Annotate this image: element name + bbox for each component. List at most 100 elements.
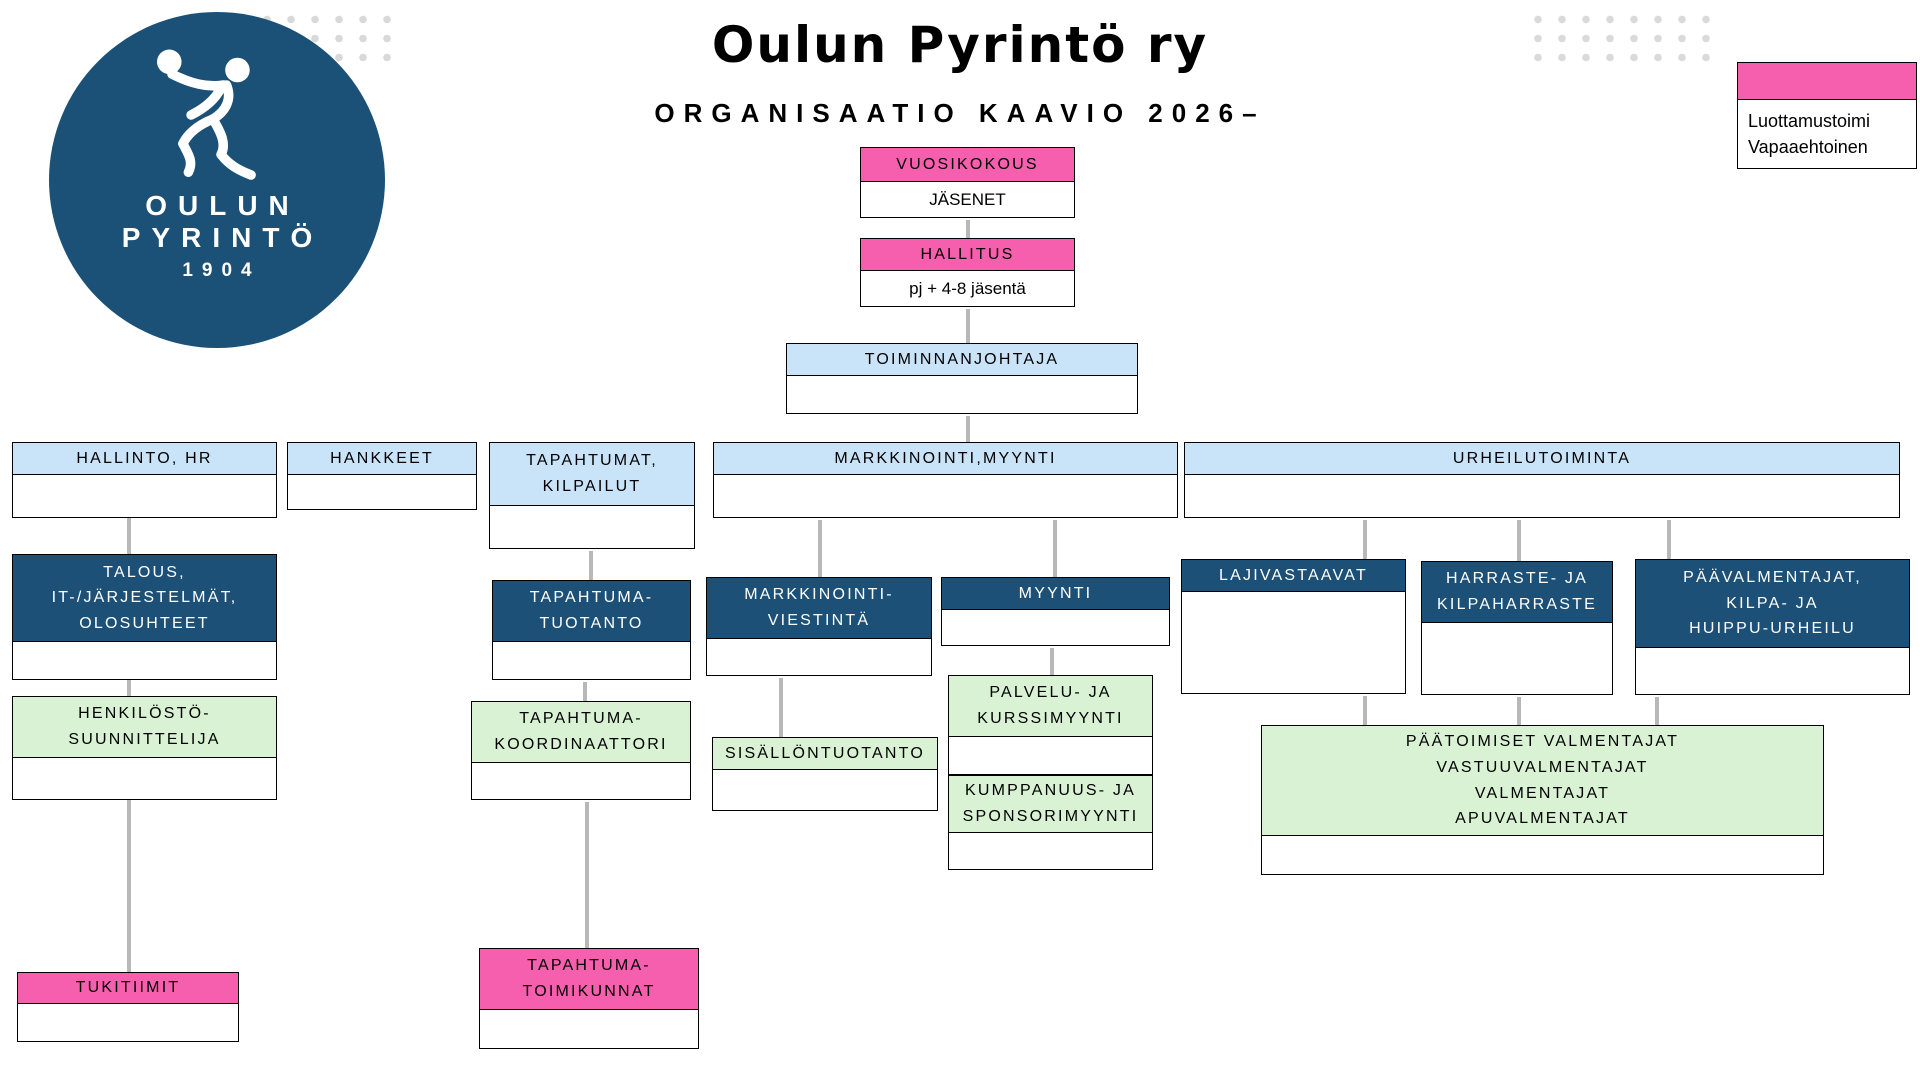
connector-line [127,518,131,554]
connector-line [1517,697,1521,725]
node-body [492,642,691,680]
node-label: URHEILUTOIMINTA [1184,442,1900,475]
org-node-tapahtuma-koordinaattori: TAPAHTUMA- KOORDINAATTORI [471,701,691,800]
node-label: HARRASTE- JA KILPAHARRASTE [1421,561,1613,623]
org-node-paavalmentajat: PÄÄVALMENTAJAT, KILPA- JA HUIPPU-URHEILU [1635,559,1910,695]
node-body [948,833,1153,870]
node-body [12,758,277,800]
logo-text-line2: PYRINTÖ [121,222,324,254]
node-body [287,475,477,510]
node-label: TAPAHTUMA- TUOTANTO [492,580,691,642]
node-label: LAJIVASTAAVAT [1181,559,1406,592]
node-label: MARKKINOINTI,MYYNTI [713,442,1178,475]
legend-pink-label: Luottamustoimi [1748,111,1871,131]
org-node-markkinointi-viestinta: MARKKINOINTI- VIESTINTÄ [706,577,932,676]
org-node-urheilutoiminta: URHEILUTOIMINTA [1184,442,1900,518]
org-node-myynti: MYYNTI [941,577,1170,646]
node-body [712,770,938,811]
org-node-tapahtuma-toimikunnat: TAPAHTUMA- TOIMIKUNNAT [479,948,699,1049]
page-subtitle: ORGANISAATIO KAAVIO 2026– [654,98,1266,128]
org-node-hallinto-hr: HALLINTO, HR [12,442,277,518]
node-body [479,1010,699,1049]
node-body [12,475,277,518]
org-node-henkilosto-suunnittelija: HENKILÖSTÖ- SUUNNITTELIJA [12,696,277,800]
node-body [1184,475,1900,518]
connector-line [966,220,970,238]
node-body [1261,836,1824,875]
node-body [1635,648,1910,695]
connector-line [1655,697,1659,725]
org-node-toiminnanjohtaja: TOIMINNANJOHTAJA [786,343,1138,414]
node-body: pj + 4-8 jäsentä [860,271,1075,307]
node-label: KUMPPANUUS- JA SPONSORIMYYNTI [948,775,1153,833]
node-body [12,642,277,680]
org-node-hankkeet: HANKKEET [287,442,477,510]
node-body [941,610,1170,646]
node-label: PALVELU- JA KURSSIMYYNTI [948,675,1153,737]
logo-text-line1: OULUN [145,190,300,221]
connector-line [583,682,587,701]
node-body [471,763,691,800]
node-label: HANKKEET [287,442,477,475]
org-node-lajivastaavat: LAJIVASTAAVAT [1181,559,1406,694]
connector-line [1050,648,1054,675]
connector-line [1667,520,1671,559]
org-node-palvelu-kurssimyynti: PALVELU- JA KURSSIMYYNTI [948,675,1153,775]
node-body [17,1004,239,1042]
discus-thrower-icon [157,49,256,180]
org-node-markkinointi-myynti: MARKKINOINTI,MYYNTI [713,442,1178,518]
org-node-tapahtumat-kilpailut: TAPAHTUMAT, KILPAILUT [489,442,695,549]
connector-line [1363,696,1367,725]
node-label: HALLITUS [860,238,1075,271]
connector-line [1517,520,1521,561]
node-body: JÄSENET [860,182,1075,218]
org-node-kumppanuus-sponsorimyynti: KUMPPANUUS- JA SPONSORIMYYNTI [948,775,1153,870]
page-title: Oulun Pyrintö ry [711,16,1209,74]
org-node-talous: TALOUS, IT-/JÄRJESTELMÄT, OLOSUHTEET [12,554,277,680]
node-label: TOIMINNANJOHTAJA [786,343,1138,376]
logo-year: 1904 [182,260,261,282]
node-label: PÄÄTOIMISET VALMENTAJAT VASTUUVALMENTAJA… [1261,725,1824,836]
connector-line [966,309,970,343]
node-body [1421,623,1613,695]
connector-line [127,800,131,972]
connector-line [966,416,970,442]
connector-line [818,520,822,577]
node-body [786,376,1138,414]
node-label: SISÄLLÖNTUOTANTO [712,737,938,770]
node-label: VUOSIKOKOUS [860,147,1075,182]
node-label: HENKILÖSTÖ- SUUNNITTELIJA [12,696,277,758]
node-body [948,737,1153,775]
club-logo: OULUN PYRINTÖ 1904 [49,12,385,348]
node-body [706,639,932,676]
node-body [489,506,695,549]
node-label: TAPAHTUMAT, KILPAILUT [489,442,695,506]
node-body [713,475,1178,518]
node-label: TAPAHTUMA- KOORDINAATTORI [471,701,691,763]
node-label: HALLINTO, HR [12,442,277,475]
node-label: TUKITIIMIT [17,972,239,1004]
node-label: MARKKINOINTI- VIESTINTÄ [706,577,932,639]
connector-line [585,802,589,948]
org-node-tapahtuma-tuotanto: TAPAHTUMA- TUOTANTO [492,580,691,680]
legend-pink-swatch [1738,63,1916,100]
org-node-tukitiimit: TUKITIIMIT [17,972,239,1042]
dots-pattern-right [1526,10,1716,68]
legend: Luottamustoimi Vapaaehtoinen [1737,62,1917,170]
connector-line [589,551,593,580]
org-node-harraste-kilpaharraste: HARRASTE- JA KILPAHARRASTE [1421,561,1613,695]
node-label: TALOUS, IT-/JÄRJESTELMÄT, OLOSUHTEET [12,554,277,642]
node-label: PÄÄVALMENTAJAT, KILPA- JA HUIPPU-URHEILU [1635,559,1910,648]
node-label: TAPAHTUMA- TOIMIKUNNAT [479,948,699,1010]
connector-line [127,680,131,696]
org-node-sisallontuotanto: SISÄLLÖNTUOTANTO [712,737,938,811]
connector-line [779,678,783,737]
connector-line [1053,520,1057,577]
org-node-vuosikokous: VUOSIKOKOUS JÄSENET [860,147,1075,218]
connector-line [1363,520,1367,559]
node-label: MYYNTI [941,577,1170,610]
node-body [1181,592,1406,694]
org-node-hallitus: HALLITUS pj + 4-8 jäsentä [860,238,1075,307]
legend-white-label: Vapaaehtoinen [1748,137,1868,158]
